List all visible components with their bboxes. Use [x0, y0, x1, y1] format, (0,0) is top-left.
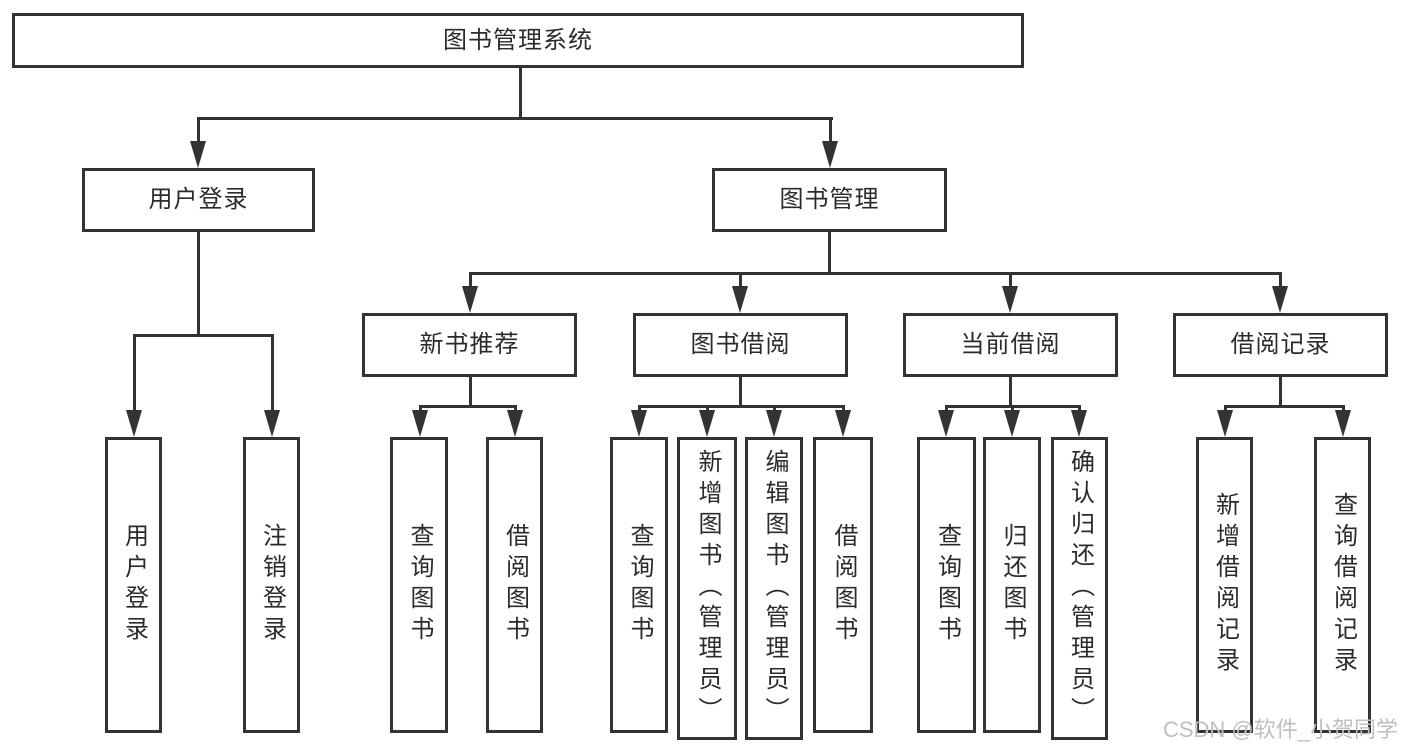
connector-line — [945, 405, 948, 414]
node-recommend-borrow-books: 借阅图书 — [486, 437, 543, 733]
arrow-down-icon — [1272, 286, 1288, 313]
node-current-borrow-label: 当前借阅 — [960, 331, 1061, 358]
node-borrow-query-books-label: 查询图书 — [626, 523, 653, 647]
arrow-down-icon — [507, 410, 523, 437]
node-root: 图书管理系统 — [12, 13, 1024, 68]
node-current-confirm-return: 确认归还（管理员） — [1051, 437, 1108, 740]
connector-line — [1279, 272, 1282, 289]
node-new-book-recommend: 新书推荐 — [362, 313, 577, 377]
node-book-management-label: 图书管理 — [779, 186, 880, 213]
node-recommend-query-books: 查询图书 — [390, 437, 448, 733]
arrow-down-icon — [1002, 286, 1018, 313]
connector-line — [842, 405, 845, 414]
connector-line — [1342, 405, 1345, 414]
node-borrow-borrow-books: 借阅图书 — [813, 437, 873, 733]
node-records-query-record-label: 查询借阅记录 — [1329, 492, 1357, 678]
node-borrow-query-books: 查询图书 — [610, 437, 668, 733]
node-new-book-recommend-label: 新书推荐 — [419, 331, 520, 358]
connector-line — [1279, 377, 1282, 407]
arrow-down-icon — [766, 410, 782, 437]
connector-line — [829, 117, 832, 144]
connector-line — [739, 377, 742, 407]
node-current-return-books-label: 归还图书 — [999, 523, 1026, 647]
node-borrow-edit-books: 编辑图书（管理员） — [745, 437, 803, 740]
arrow-down-icon — [835, 410, 851, 437]
connector-line — [638, 405, 845, 408]
node-borrow-edit-books-label: 编辑图书（管理员） — [761, 449, 788, 728]
connector-line — [469, 272, 1282, 275]
connector-line — [197, 232, 200, 336]
connector-line — [469, 377, 472, 407]
connector-line — [739, 272, 742, 289]
connector-line — [514, 405, 517, 414]
connector-line — [1224, 405, 1227, 414]
connector-line — [419, 405, 422, 414]
connector-line — [271, 334, 274, 412]
arrow-down-icon — [699, 410, 715, 437]
connector-line — [133, 334, 136, 412]
node-leaf-logout: 注销登录 — [243, 437, 300, 733]
arrow-down-icon — [264, 410, 280, 437]
node-current-query-books: 查询图书 — [917, 437, 976, 733]
connector-line — [133, 334, 274, 337]
arrow-down-icon — [1004, 410, 1020, 437]
node-book-borrow: 图书借阅 — [633, 313, 848, 377]
arrow-down-icon — [190, 141, 206, 168]
node-records-add-record: 新增借阅记录 — [1196, 437, 1253, 733]
arrow-down-icon — [1335, 410, 1351, 437]
arrow-down-icon — [822, 141, 838, 168]
connector-line — [828, 232, 831, 274]
node-user-login: 用户登录 — [82, 168, 315, 232]
node-recommend-query-books-label: 查询图书 — [406, 523, 433, 647]
connector-line — [638, 405, 641, 414]
node-borrow-records: 借阅记录 — [1173, 313, 1388, 377]
node-leaf-logout-label: 注销登录 — [258, 523, 286, 647]
node-recommend-borrow-books-label: 借阅图书 — [501, 523, 529, 647]
node-user-login-label: 用户登录 — [148, 186, 249, 213]
node-leaf-user-login-label: 用户登录 — [120, 523, 148, 647]
node-current-return-books: 归还图书 — [983, 437, 1041, 733]
node-borrow-records-label: 借阅记录 — [1230, 331, 1331, 358]
arrow-down-icon — [126, 410, 142, 437]
connector-line — [469, 272, 472, 289]
connector-line — [419, 405, 517, 408]
node-current-borrow: 当前借阅 — [903, 313, 1118, 377]
node-root-label: 图书管理系统 — [443, 26, 593, 54]
node-book-borrow-label: 图书借阅 — [690, 331, 791, 358]
node-records-query-record: 查询借阅记录 — [1314, 437, 1371, 733]
connector-line — [197, 117, 200, 144]
node-borrow-add-books: 新增图书（管理员） — [677, 437, 737, 740]
arrow-down-icon — [1217, 410, 1233, 437]
node-borrow-borrow-books-label: 借阅图书 — [830, 523, 857, 647]
node-leaf-user-login: 用户登录 — [105, 437, 162, 733]
connector-line — [1078, 405, 1081, 414]
node-current-query-books-label: 查询图书 — [933, 523, 961, 647]
arrow-down-icon — [631, 410, 647, 437]
connector-line — [706, 405, 709, 414]
arrow-down-icon — [462, 286, 478, 313]
csdn-watermark: CSDN @软件_小贺同学 — [1162, 717, 1398, 742]
arrow-down-icon — [412, 410, 428, 437]
connector-line — [519, 68, 522, 118]
connector-line — [1224, 405, 1345, 408]
node-borrow-add-books-label: 新增图书（管理员） — [694, 449, 721, 728]
arrow-down-icon — [938, 410, 954, 437]
connector-line — [773, 405, 776, 414]
connector-line — [1011, 405, 1014, 414]
connector-line — [1009, 272, 1012, 289]
connector-line — [197, 117, 833, 120]
node-current-confirm-return-label: 确认归还（管理员） — [1066, 449, 1094, 728]
arrow-down-icon — [732, 286, 748, 313]
node-book-management: 图书管理 — [712, 168, 947, 232]
arrow-down-icon — [1071, 410, 1087, 437]
connector-line — [1009, 377, 1012, 407]
node-records-add-record-label: 新增借阅记录 — [1211, 492, 1239, 678]
